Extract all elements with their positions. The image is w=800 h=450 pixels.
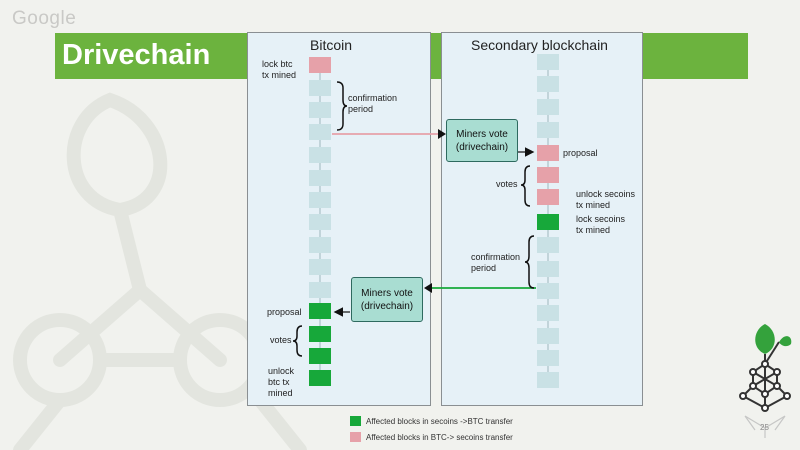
sc-votes-brace <box>520 165 531 207</box>
secondary-chain-block <box>537 122 559 138</box>
tree-logo-icon <box>739 324 792 438</box>
bitcoin-chain-block <box>309 192 331 208</box>
btc-votes-brace <box>292 325 303 357</box>
bitcoin-chain-block <box>309 57 331 73</box>
google-watermark: Google <box>12 8 77 29</box>
secondary-chain-block <box>537 189 559 205</box>
secondary-chain-block <box>537 214 559 230</box>
bitcoin-chain-block <box>309 214 331 230</box>
sc-lock-label: lock secoins tx mined <box>576 214 626 235</box>
legend-label-green: Affected blocks in secoins ->BTC transfe… <box>366 417 513 426</box>
bitcoin-chain-block <box>309 282 331 298</box>
secondary-chain-block <box>537 283 559 299</box>
secondary-chain-block <box>537 76 559 92</box>
secondary-chain-panel-title: Secondary blockchain <box>471 37 608 53</box>
secondary-chain-block <box>537 261 559 277</box>
bitcoin-chain-block <box>309 237 331 253</box>
secondary-chain-block <box>537 350 559 366</box>
bitcoin-chain-block <box>309 102 331 118</box>
bitcoin-chain-block <box>309 124 331 140</box>
bitcoin-chain-block <box>309 147 331 163</box>
btc-confirmation-label: confirmation period <box>348 93 398 114</box>
secondary-chain-block <box>537 328 559 344</box>
legend-label-pink: Affected blocks in BTC-> secoins transfe… <box>366 433 513 442</box>
sc-confirmation-brace <box>524 235 535 289</box>
pink-arrow-head <box>438 129 446 139</box>
page-number: 25 <box>760 423 769 432</box>
bitcoin-chain-block <box>309 80 331 96</box>
sc-votes-label: votes <box>496 179 518 189</box>
secondary-chain-block <box>537 167 559 183</box>
miners-vote-box-top: Miners vote (drivechain) <box>446 119 518 162</box>
legend-swatch-green <box>350 416 361 426</box>
sc-unlock-label: unlock secoins tx mined <box>576 189 636 210</box>
bitcoin-chain-block <box>309 326 331 342</box>
bitcoin-panel-title: Bitcoin <box>310 37 353 53</box>
btc-lock-label: lock btc tx mined <box>262 59 297 80</box>
bitcoin-chain-block <box>309 259 331 275</box>
btc-votes-label: votes <box>270 335 292 345</box>
secondary-chain-block <box>537 145 559 161</box>
secondary-chain-block <box>537 54 559 70</box>
secondary-chain-block <box>537 305 559 321</box>
secondary-chain-block <box>537 237 559 253</box>
bitcoin-chain-block <box>309 303 331 319</box>
secondary-chain-block <box>537 99 559 115</box>
bitcoin-panel <box>247 32 431 406</box>
miners-vote-box-bottom: Miners vote (drivechain) <box>351 277 423 322</box>
btc-proposal-label: proposal <box>267 307 302 317</box>
bitcoin-chain-block <box>309 170 331 186</box>
btc-unlock-label: unlock btc tx mined <box>268 366 295 398</box>
bitcoin-chain-block <box>309 348 331 364</box>
legend-swatch-pink <box>350 432 361 442</box>
bitcoin-chain-block <box>309 370 331 386</box>
sc-proposal-label: proposal <box>563 148 598 158</box>
secondary-chain-block <box>537 372 559 388</box>
green-arrow-head <box>424 283 432 293</box>
sc-confirmation-label: confirmation period <box>471 252 521 273</box>
slide-title: Drivechain <box>62 39 211 71</box>
btc-confirmation-brace <box>336 81 348 131</box>
